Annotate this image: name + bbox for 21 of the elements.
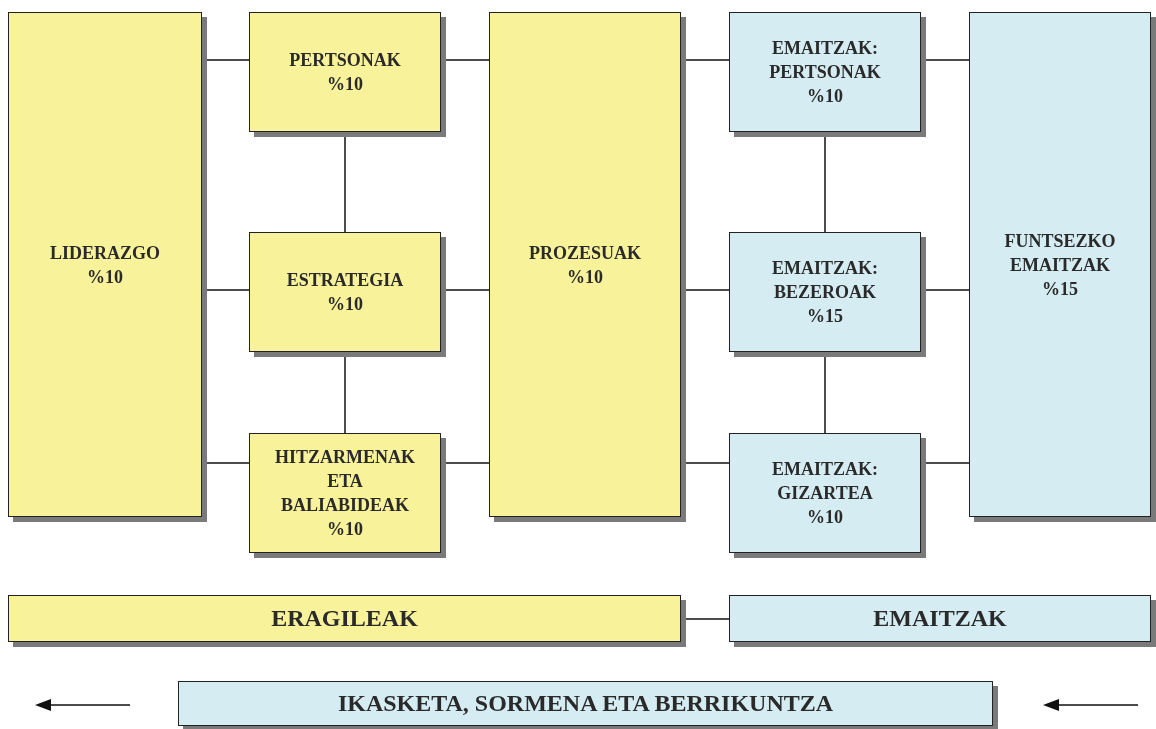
weight-percentage: %10 xyxy=(807,506,843,529)
weight-percentage: %10 xyxy=(807,85,843,108)
weight-percentage: %10 xyxy=(87,265,123,289)
weight-percentage: %15 xyxy=(807,305,843,328)
criterion-name: HITZARMENAK ETA BALIABIDEAK xyxy=(275,446,415,517)
weight-percentage: %10 xyxy=(567,265,603,289)
criterion-name: PERTSONAK xyxy=(289,49,401,72)
criterion-name: EMAITZAK: BEZEROAK xyxy=(771,257,879,304)
criterion-name: PROZESUAK xyxy=(529,241,641,265)
criterion-name: EMAITZAK: GIZARTEA xyxy=(771,458,879,505)
weight-percentage: %15 xyxy=(1042,277,1078,301)
criterion-name: FUNTSEZKO EMAITZAK xyxy=(1003,229,1117,277)
criterion-name: EMAITZAK xyxy=(873,605,1007,632)
weight-percentage: %10 xyxy=(327,73,363,96)
criterion-name: LIDERAZGO xyxy=(50,241,160,265)
criterion-name: ESTRATEGIA xyxy=(286,269,404,292)
weight-percentage: %10 xyxy=(327,293,363,316)
criterion-name: EMAITZAK: PERTSONAK xyxy=(768,37,882,84)
weight-percentage: %10 xyxy=(327,518,363,541)
criterion-name: IKASKETA, SORMENA ETA BERRIKUNTZA xyxy=(337,690,834,717)
criterion-name: ERAGILEAK xyxy=(271,605,418,632)
